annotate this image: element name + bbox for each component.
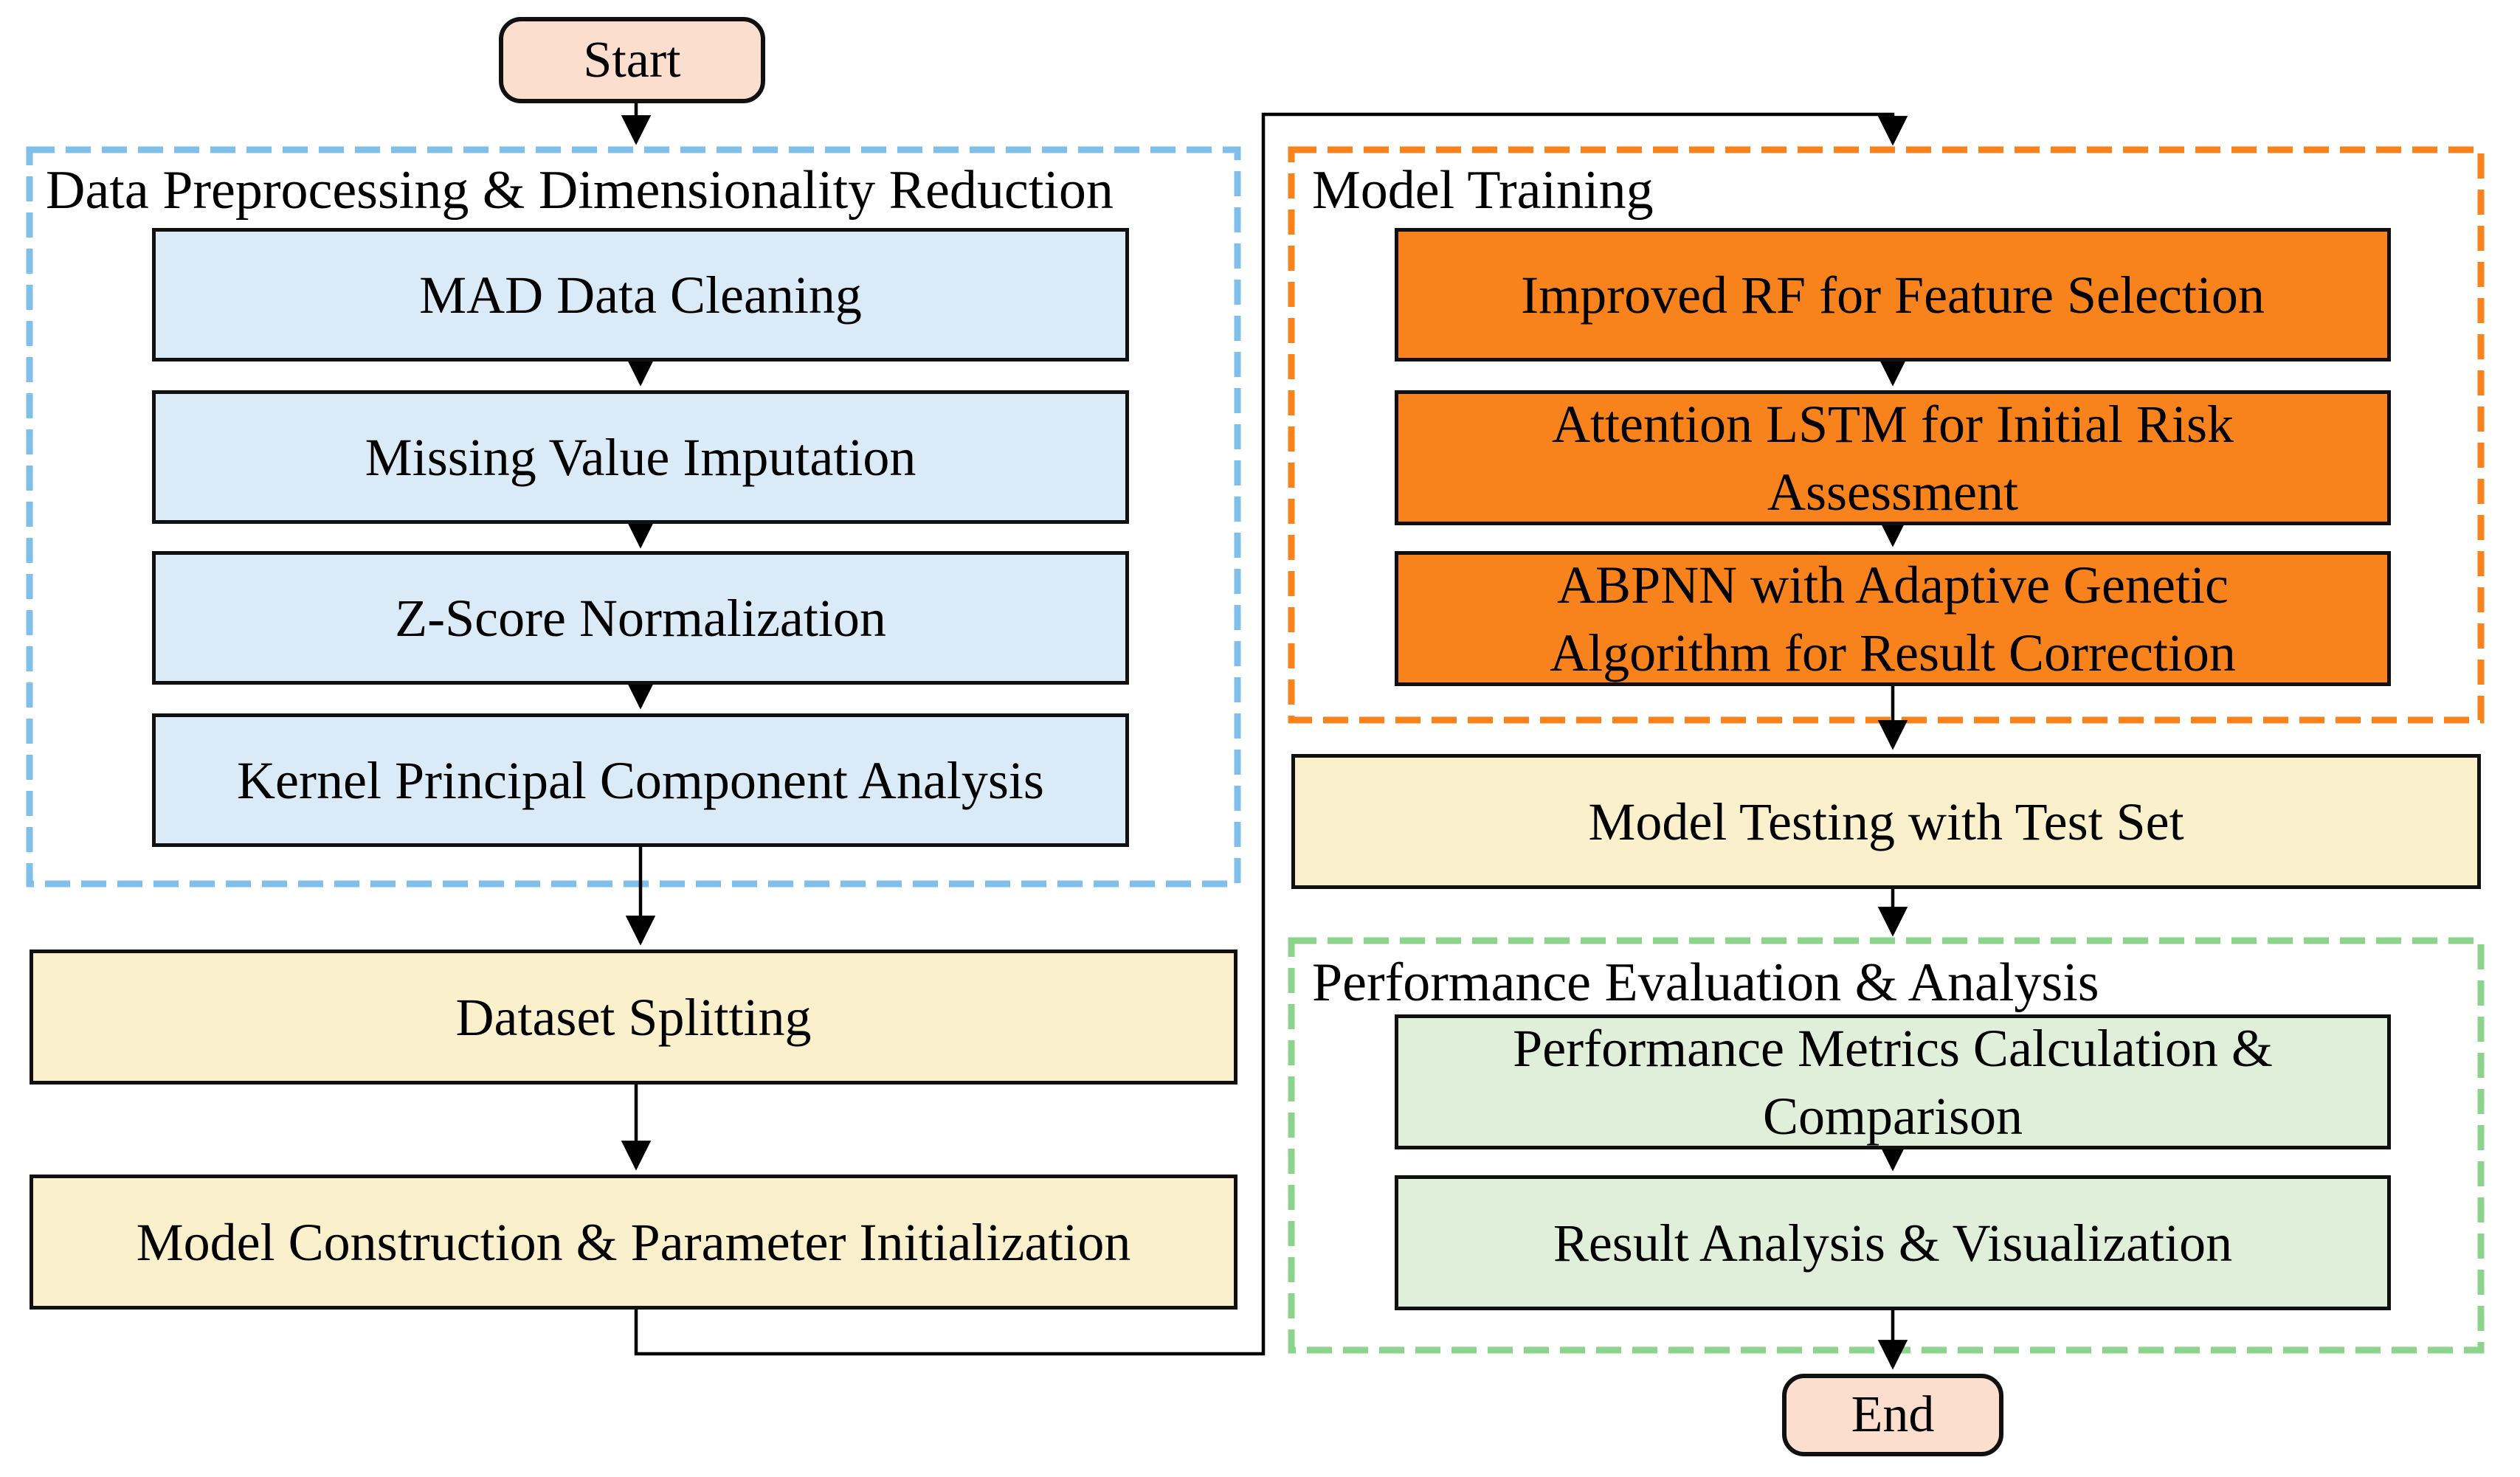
step-dataset-splitting: Dataset Splitting	[30, 950, 1237, 1085]
start-label: Start	[583, 31, 681, 89]
step-label: Comparison	[1763, 1086, 2023, 1146]
step-label: MAD Data Cleaning	[419, 265, 862, 325]
preprocessing-group-border	[26, 146, 1241, 888]
training-group-border	[1288, 146, 2485, 724]
end-node: End	[1782, 1374, 2003, 1456]
step-model-construction: Model Construction & Parameter Initializ…	[30, 1175, 1237, 1310]
end-label: End	[1851, 1386, 1935, 1443]
step-label: Model Construction & Parameter Initializ…	[136, 1212, 1131, 1272]
step-model-testing: Model Testing with Test Set	[1291, 754, 2481, 889]
step-abpnn-genetic: ABPNN with Adaptive Genetic Algorithm fo…	[1395, 551, 2391, 686]
step-zscore-normalization: Z-Score Normalization	[152, 551, 1129, 685]
evaluation-group-title: Performance Evaluation & Analysis	[1312, 952, 2099, 1013]
step-missing-value-imputation: Missing Value Imputation	[152, 390, 1129, 524]
step-kernel-pca: Kernel Principal Component Analysis	[152, 713, 1129, 847]
step-improved-rf: Improved RF for Feature Selection	[1395, 228, 2391, 362]
step-label: Dataset Splitting	[455, 987, 812, 1047]
step-label: Result Analysis & Visualization	[1553, 1213, 2233, 1273]
step-label: Attention LSTM for Initial Risk	[1552, 394, 2234, 454]
step-performance-metrics: Performance Metrics Calculation & Compar…	[1395, 1014, 2391, 1149]
step-label: Assessment	[1767, 462, 2018, 522]
step-label: Model Testing with Test Set	[1588, 792, 2184, 851]
step-label: ABPNN with Adaptive Genetic	[1557, 555, 2229, 615]
step-label: Z-Score Normalization	[395, 588, 886, 648]
training-group-title: Model Training	[1312, 160, 1654, 221]
step-mad-data-cleaning: MAD Data Cleaning	[152, 228, 1129, 362]
step-label: Algorithm for Result Correction	[1550, 623, 2236, 682]
step-label: Improved RF for Feature Selection	[1521, 265, 2265, 325]
step-label: Missing Value Imputation	[365, 427, 916, 487]
start-node: Start	[499, 17, 765, 103]
step-label: Kernel Principal Component Analysis	[237, 750, 1044, 810]
step-result-analysis: Result Analysis & Visualization	[1395, 1175, 2391, 1310]
step-attention-lstm: Attention LSTM for Initial Risk Assessme…	[1395, 390, 2391, 525]
step-label: Performance Metrics Calculation &	[1513, 1018, 2273, 1078]
connector-model-construction-to-training	[634, 112, 1908, 1356]
preprocessing-group-title: Data Preprocessing & Dimensionality Redu…	[46, 160, 1114, 221]
